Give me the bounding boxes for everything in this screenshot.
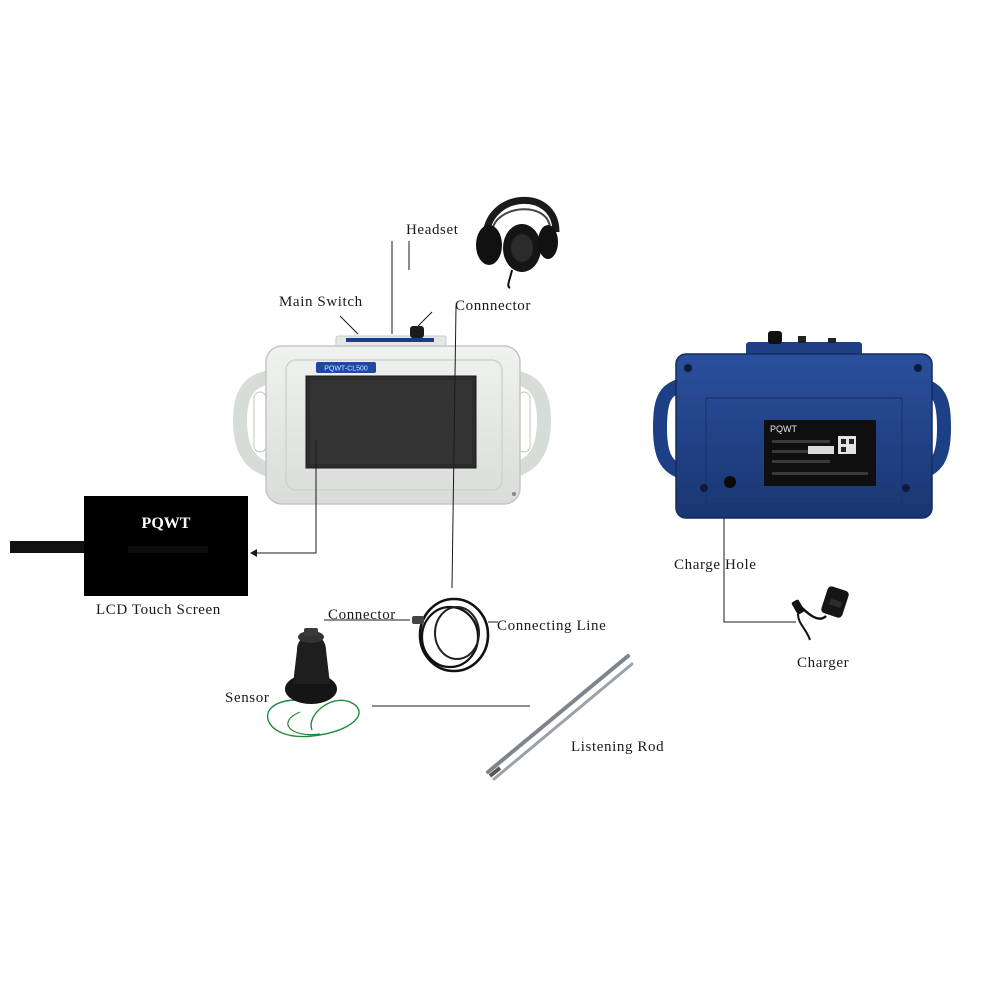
- connecting-line-image: [412, 597, 490, 673]
- charger-image: [791, 586, 849, 641]
- leader-connecting-line: [451, 305, 457, 589]
- label-listening-rod: Listening Rod: [571, 739, 665, 755]
- label-charger: Charger: [797, 655, 850, 671]
- inset-screen-brand: PQWT: [142, 515, 191, 532]
- back-label-brand: PQWT: [770, 424, 797, 434]
- headset-image: [476, 196, 560, 289]
- device-brand-strip: PQWT-CL500: [324, 366, 368, 373]
- label-connector-top: Connnector: [455, 298, 531, 314]
- label-connector-mid: Connector: [328, 607, 396, 623]
- leader-main-switch: [339, 315, 359, 335]
- label-lcd-touch-screen: LCD Touch Screen: [96, 602, 221, 618]
- label-charge-hole: Charge Hole: [674, 557, 757, 573]
- device-front-image: PQWT-CL500: [232, 326, 552, 505]
- lcd-inset: PQWT: [10, 496, 248, 596]
- leader-connector-top: [417, 311, 433, 327]
- lcd-arrowhead: [250, 549, 257, 557]
- label-connecting-line: Connecting Line: [497, 618, 607, 634]
- leader-lcd-screen: [254, 440, 317, 554]
- label-sensor: Sensor: [225, 690, 270, 706]
- leader-charge-hole: [723, 518, 796, 623]
- sensor-image: [266, 628, 360, 738]
- label-headset: Headset: [406, 222, 459, 238]
- listening-rod-image: [486, 654, 634, 781]
- leader-lines: [254, 241, 796, 707]
- label-main-switch: Main Switch: [279, 294, 363, 310]
- device-back-image: PQWT: [652, 331, 952, 519]
